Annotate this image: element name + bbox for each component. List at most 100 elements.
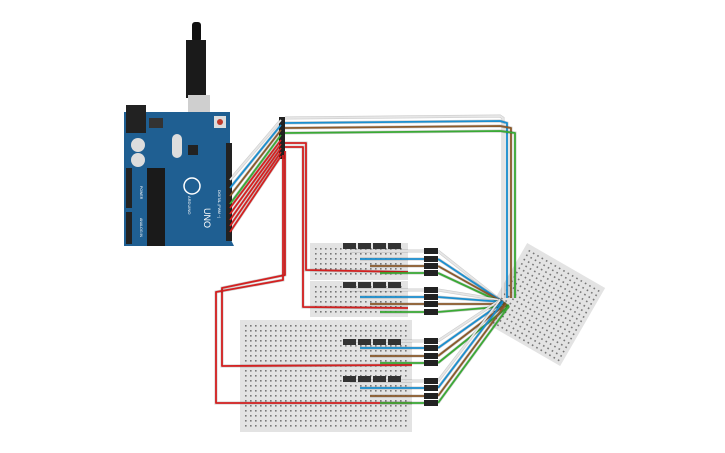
breadboard-hole	[310, 375, 312, 377]
breadboard-hole	[290, 335, 292, 337]
breadboard-hole	[335, 335, 337, 337]
breadboard-hole	[365, 268, 367, 270]
breadboard-hole	[375, 350, 377, 352]
breadboard-hole	[390, 306, 392, 308]
breadboard-hole	[400, 375, 402, 377]
breadboard-hole	[360, 355, 362, 357]
breadboard-hole	[290, 425, 292, 427]
breadboard-hole	[330, 291, 332, 293]
breadboard-hole	[385, 301, 387, 303]
breadboard-hole	[395, 330, 397, 332]
breadboard-hole	[265, 350, 267, 352]
breadboard-hole	[315, 301, 317, 303]
breadboard-hole	[355, 415, 357, 417]
breadboard-hole	[345, 415, 347, 417]
breadboard-hole	[280, 385, 282, 387]
half-breadboard[interactable]	[240, 320, 412, 432]
breadboard-hole	[530, 256, 533, 259]
breadboard-hole	[300, 355, 302, 357]
breadboard-hole	[355, 425, 357, 427]
breadboard-hole	[395, 335, 397, 337]
breadboard-hole	[310, 395, 312, 397]
breadboard-hole	[345, 311, 347, 313]
breadboard-hole	[360, 425, 362, 427]
breadboard-hole	[315, 350, 317, 352]
breadboard-hole	[310, 360, 312, 362]
jumper-wire	[437, 299, 501, 382]
breadboard-hole	[340, 355, 342, 357]
breadboard-hole	[320, 258, 322, 260]
breadboard-hole	[335, 325, 337, 327]
rotated-breadboard[interactable]	[482, 243, 606, 366]
breadboard-hole	[527, 341, 530, 344]
breadboard-hole	[370, 385, 372, 387]
breadboard-hole	[335, 355, 337, 357]
breadboard-hole	[250, 325, 252, 327]
breadboard-hole	[370, 253, 372, 255]
breadboard-hole	[310, 410, 312, 412]
breadboard-hole	[527, 330, 531, 333]
breadboard-hole	[540, 337, 544, 341]
arduino-uno-board[interactable]: UNO ARDUINO DIGITAL (PWM ~) POWER ANALOG…	[124, 105, 234, 246]
breadboard-hole	[330, 420, 332, 422]
breadboard-hole	[270, 335, 272, 337]
breadboard-hole	[385, 375, 387, 377]
push-button-switch	[358, 243, 371, 249]
breadboard-hole	[370, 325, 372, 327]
breadboard-hole	[567, 272, 570, 275]
breadboard-hole	[325, 345, 327, 347]
breadboard-hole	[310, 325, 312, 327]
breadboard-hole	[270, 390, 272, 392]
breadboard-hole	[534, 288, 538, 291]
breadboard-hole	[375, 425, 377, 427]
breadboard-hole	[375, 291, 377, 293]
breadboard-hole	[290, 340, 292, 342]
breadboard-hole	[295, 395, 297, 397]
breadboard-hole	[536, 266, 539, 269]
breadboard-hole	[549, 302, 552, 305]
breadboard-hole	[395, 268, 397, 270]
breadboard-hole	[320, 410, 322, 412]
breadboard-hole	[250, 415, 252, 417]
breadboard-hole	[527, 261, 530, 264]
breadboard-hole	[380, 420, 382, 422]
breadboard-hole	[557, 318, 560, 322]
breadboard-hole	[575, 288, 578, 291]
breadboard-hole	[385, 253, 387, 255]
breadboard-hole	[320, 425, 322, 427]
jumper-wire	[437, 289, 501, 301]
breadboard-hole	[514, 334, 517, 337]
breadboard-hole	[553, 356, 556, 359]
breadboard-hole	[578, 302, 582, 305]
breadboard-hole	[340, 390, 342, 392]
breadboard-hole	[532, 332, 535, 336]
breadboard-hole	[551, 280, 554, 283]
breadboard-hole	[325, 325, 327, 327]
breadboard-hole	[405, 385, 407, 387]
breadboard-hole	[375, 410, 377, 412]
breadboard-hole	[275, 385, 277, 387]
push-button-switch	[388, 243, 401, 249]
breadboard-hole	[250, 405, 252, 407]
breadboard-hole	[541, 326, 544, 330]
breadboard-hole	[390, 385, 392, 387]
breadboard-hole	[255, 395, 257, 397]
breadboard-hole	[395, 405, 397, 407]
breadboard-hole	[520, 274, 523, 277]
breadboard-hole	[583, 304, 586, 307]
brand-label: ARDUINO	[187, 196, 192, 214]
breadboard-hole	[325, 385, 327, 387]
breadboard-hole	[500, 297, 503, 300]
breadboard-hole	[554, 294, 557, 297]
breadboard-hole	[280, 380, 282, 382]
breadboard-hole	[260, 370, 262, 372]
breadboard-hole	[519, 325, 522, 328]
breadboard-hole	[549, 273, 552, 276]
breadboard-hole	[583, 293, 587, 296]
breadboard-hole	[571, 274, 574, 278]
breadboard-hole	[385, 390, 387, 392]
breadboard-hole	[245, 405, 247, 407]
breadboard-hole	[536, 335, 539, 338]
breadboard-hole	[385, 350, 387, 352]
breadboard-hole	[265, 340, 267, 342]
